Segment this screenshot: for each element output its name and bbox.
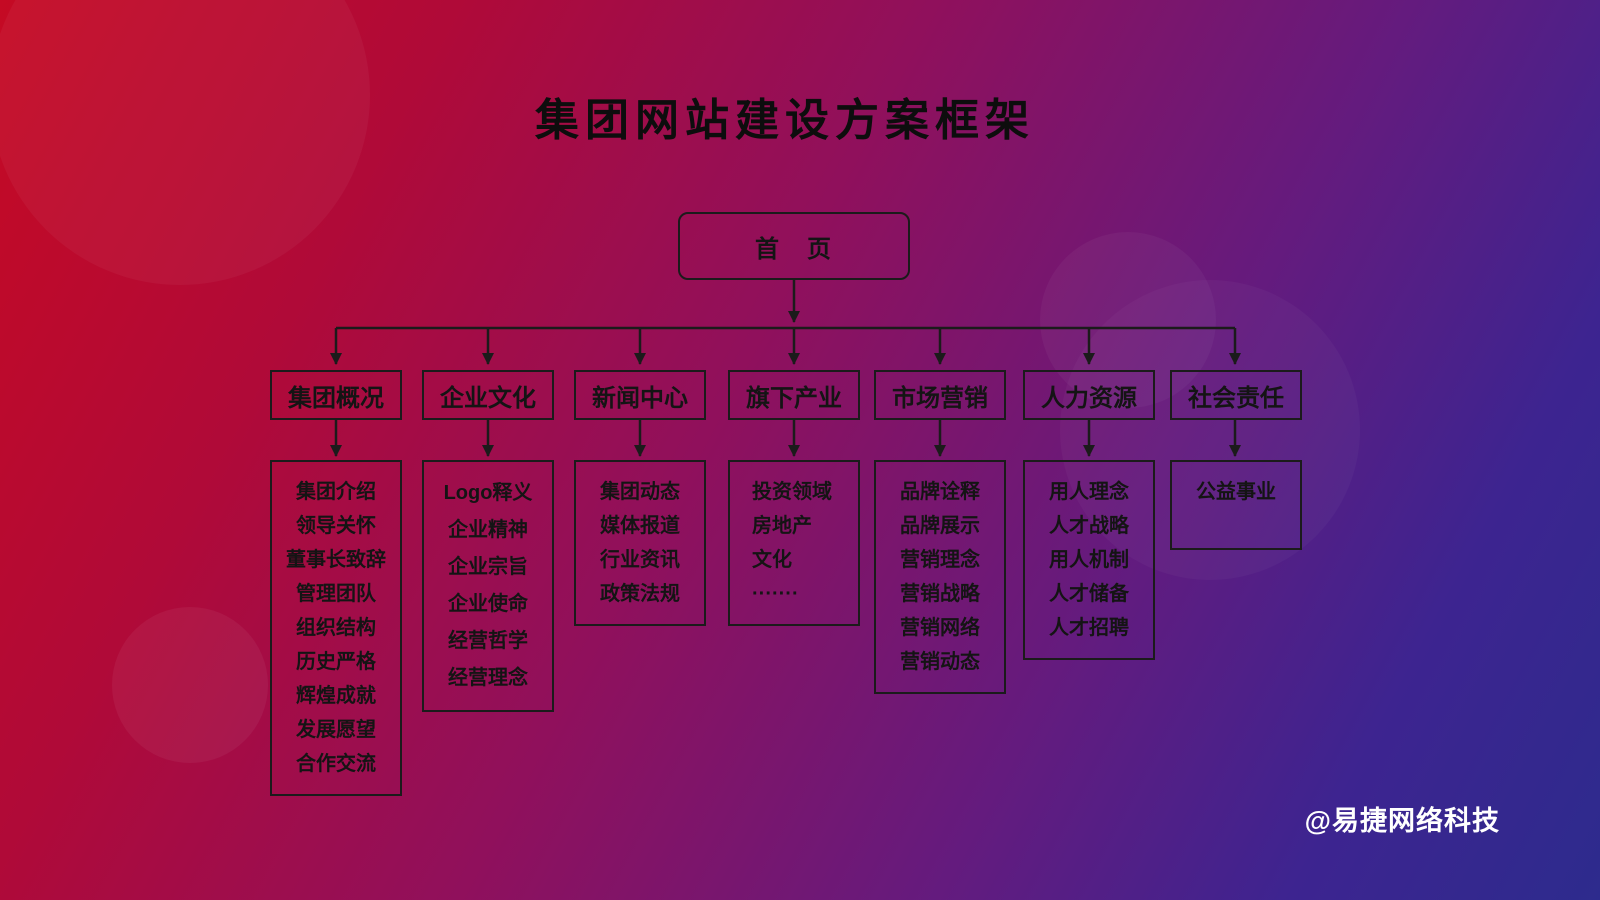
branch-corporate-culture: 企业文化 Logo释义企业精神企业宗旨企业使命经营哲学经营理念 bbox=[422, 370, 554, 712]
child-list-corporate-culture: Logo释义企业精神企业宗旨企业使命经营哲学经营理念 bbox=[422, 460, 554, 712]
branch-label: 旗下产业 bbox=[746, 384, 842, 412]
child-item: 媒体报道 bbox=[600, 515, 680, 537]
child-item: 企业使命 bbox=[448, 593, 528, 615]
child-item: 营销战略 bbox=[900, 583, 980, 605]
node-home: 首 页 bbox=[678, 212, 910, 280]
child-item: 人才储备 bbox=[1049, 583, 1129, 605]
child-list-social-responsibility: 公益事业 bbox=[1170, 460, 1302, 550]
branch-news-center: 新闻中心 集团动态媒体报道行业资讯政策法规 bbox=[574, 370, 706, 626]
branch-label: 企业文化 bbox=[440, 384, 536, 412]
child-item: 董事长致辞 bbox=[286, 549, 386, 571]
branch-label: 人力资源 bbox=[1041, 384, 1137, 412]
child-list-group-overview: 集团介绍领导关怀董事长致辞管理团队组织结构历史严格辉煌成就发展愿望合作交流 bbox=[270, 460, 402, 796]
child-list-news-center: 集团动态媒体报道行业资讯政策法规 bbox=[574, 460, 706, 626]
branch-group-overview: 集团概况 集团介绍领导关怀董事长致辞管理团队组织结构历史严格辉煌成就发展愿望合作… bbox=[270, 370, 402, 796]
child-item: 品牌展示 bbox=[900, 515, 980, 537]
child-item: 人才招聘 bbox=[1049, 617, 1129, 639]
child-item: 经营理念 bbox=[448, 667, 528, 689]
child-item: 合作交流 bbox=[296, 753, 376, 775]
branch-label: 集团概况 bbox=[288, 384, 384, 412]
child-item: 品牌诠释 bbox=[900, 481, 980, 503]
branch-box-marketing: 市场营销 bbox=[874, 370, 1006, 420]
branch-human-resources: 人力资源 用人理念人才战略用人机制人才储备人才招聘 bbox=[1023, 370, 1155, 660]
child-item: 文化 bbox=[752, 549, 792, 571]
child-item: 营销理念 bbox=[900, 549, 980, 571]
child-item: 行业资讯 bbox=[600, 549, 680, 571]
child-item: 发展愿望 bbox=[296, 719, 376, 741]
child-item: 企业宗旨 bbox=[448, 556, 528, 578]
child-item: 人才战略 bbox=[1049, 515, 1129, 537]
child-list-human-resources: 用人理念人才战略用人机制人才储备人才招聘 bbox=[1023, 460, 1155, 660]
branch-box-news-center: 新闻中心 bbox=[574, 370, 706, 420]
child-item: 企业精神 bbox=[448, 519, 528, 541]
watermark-text: @易捷网络科技 bbox=[1304, 806, 1500, 836]
child-item: 组织结构 bbox=[296, 617, 376, 639]
branch-box-group-overview: 集团概况 bbox=[270, 370, 402, 420]
child-item: 公益事业 bbox=[1196, 481, 1276, 503]
branch-box-social-responsibility: 社会责任 bbox=[1170, 370, 1302, 420]
branch-label: 社会责任 bbox=[1188, 384, 1284, 412]
child-list-marketing: 品牌诠释品牌展示营销理念营销战略营销网络营销动态 bbox=[874, 460, 1006, 694]
page-title: 集团网站建设方案框架 bbox=[535, 96, 1035, 145]
child-item: 领导关怀 bbox=[296, 515, 376, 537]
child-item: ······· bbox=[752, 583, 799, 605]
branch-box-subsidiaries: 旗下产业 bbox=[728, 370, 860, 420]
child-item: 房地产 bbox=[752, 515, 812, 537]
child-item: 集团动态 bbox=[600, 481, 680, 503]
child-item: 用人机制 bbox=[1049, 549, 1129, 571]
child-item: 集团介绍 bbox=[296, 481, 376, 503]
child-item: 辉煌成就 bbox=[296, 685, 376, 707]
child-item: 经营哲学 bbox=[448, 630, 528, 652]
child-item: Logo释义 bbox=[443, 482, 533, 504]
child-list-subsidiaries: 投资领域房地产文化 ······· bbox=[728, 460, 860, 626]
child-item: 投资领域 bbox=[752, 481, 832, 503]
child-item: 营销动态 bbox=[900, 651, 980, 673]
branch-social-responsibility: 社会责任 公益事业 bbox=[1170, 370, 1302, 550]
decorative-circle bbox=[112, 607, 268, 763]
branch-marketing: 市场营销 品牌诠释品牌展示营销理念营销战略营销网络营销动态 bbox=[874, 370, 1006, 694]
branch-label: 新闻中心 bbox=[592, 384, 688, 412]
branch-subsidiaries: 旗下产业 投资领域房地产文化 ······· bbox=[728, 370, 860, 626]
decorative-circle bbox=[0, 0, 370, 285]
child-item: 营销网络 bbox=[900, 617, 980, 639]
branch-box-corporate-culture: 企业文化 bbox=[422, 370, 554, 420]
child-item: 政策法规 bbox=[600, 583, 680, 605]
branch-label: 市场营销 bbox=[892, 384, 988, 412]
child-item: 用人理念 bbox=[1049, 481, 1129, 503]
child-item: 历史严格 bbox=[296, 651, 376, 673]
child-item: 管理团队 bbox=[296, 583, 376, 605]
node-home-label: 首 页 bbox=[755, 235, 833, 263]
branch-box-human-resources: 人力资源 bbox=[1023, 370, 1155, 420]
